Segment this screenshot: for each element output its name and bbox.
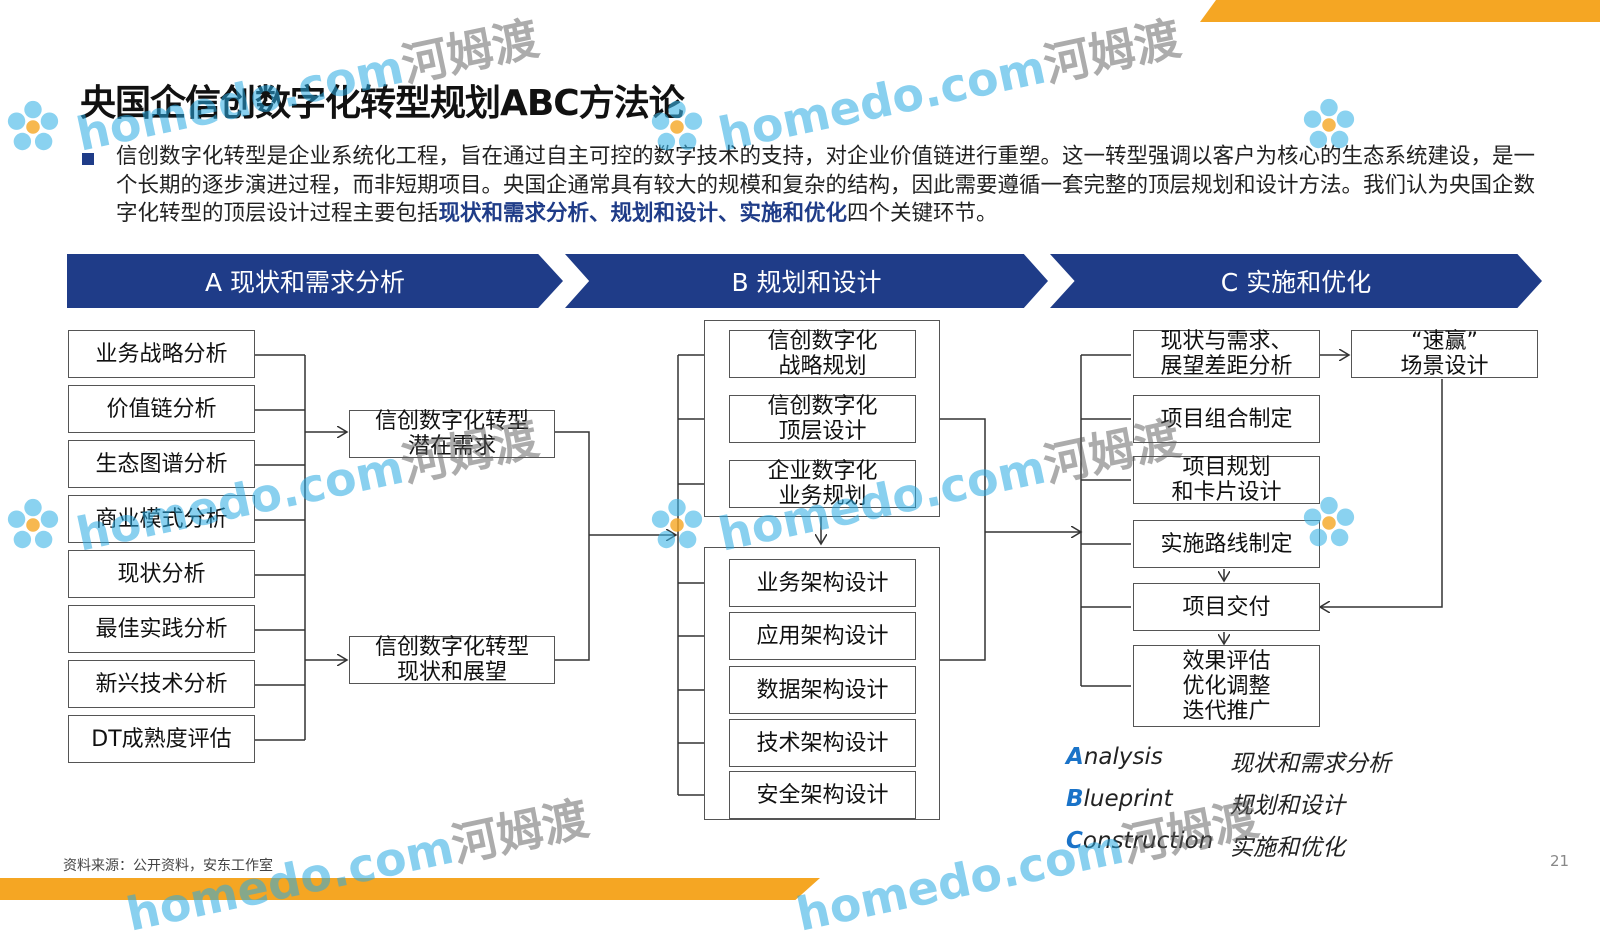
intro-text-before: 信创数字化转型是企业系统化工程，旨在通过自主可控的数字技术的支持，对企业价值链进… — [116, 144, 1536, 226]
bullet-square-icon — [82, 153, 94, 165]
legend-cn-c: 实施和优化 — [1230, 835, 1345, 861]
planning-box-strategy: 信创数字化 战略规划 — [729, 329, 916, 379]
watermark-flower-icon — [1303, 98, 1355, 149]
legend-cap-a: A — [1066, 744, 1084, 770]
watermark-flower-icon — [651, 100, 703, 151]
source-note: 资料来源：公开资料，安东工作室 — [63, 858, 273, 874]
planning-box-top-level-design: 信创数字化 顶层设计 — [729, 394, 916, 444]
legend-word-a: nalysis — [1083, 744, 1163, 770]
legend-word-b: lueprint — [1083, 786, 1173, 812]
output-box-potential-demand: 信创数字化转型 潜在需求 — [349, 409, 555, 459]
quick-win-scenario-box: “速赢” 场景设计 — [1351, 329, 1538, 379]
implementation-box-portfolio: 项目组合制定 — [1133, 395, 1320, 443]
analysis-box-business-strategy: 业务战略分析 — [68, 330, 255, 378]
analysis-box-dt-maturity: DT成熟度评估 — [68, 715, 255, 763]
architecture-box-technology: 技术架构设计 — [729, 719, 916, 767]
intro-paragraph: 信创数字化转型是企业系统化工程，旨在通过自主可控的数字技术的支持，对企业价值链进… — [116, 143, 1536, 229]
legend-cap-b: B — [1066, 786, 1084, 812]
watermark-flower-icon — [7, 498, 59, 549]
planning-box-business-plan: 企业数字化 业务规划 — [729, 459, 916, 509]
architecture-box-application: 应用架构设计 — [729, 612, 916, 660]
architecture-box-data: 数据架构设计 — [729, 666, 916, 714]
top-accent-bar — [1200, 0, 1600, 22]
bottom-accent-bar — [0, 878, 820, 900]
page-number: 21 — [1550, 852, 1570, 870]
watermark-flower-icon — [7, 100, 59, 151]
analysis-box-ecosystem-map: 生态图谱分析 — [68, 440, 255, 488]
watermark-flower-icon — [1303, 496, 1355, 547]
connector-lines — [255, 0, 1443, 796]
watermark-flower-icon — [651, 498, 703, 549]
implementation-box-project-planning: 项目规划 和卡片设计 — [1133, 455, 1320, 505]
phase-c-header: C 实施和优化 — [1050, 254, 1542, 308]
analysis-box-best-practice: 最佳实践分析 — [68, 605, 255, 653]
legend-cn-a: 现状和需求分析 — [1230, 751, 1391, 777]
page-title: 央国企信创数字化转型规划ABC方法论 — [80, 83, 685, 124]
output-box-status-outlook: 信创数字化转型 现状和展望 — [349, 635, 555, 685]
legend-cn-b: 规划和设计 — [1230, 793, 1345, 819]
phase-b-label: B 规划和设计 — [731, 268, 882, 297]
intro-highlight: 现状和需求分析、规划和设计、实施和优化 — [438, 201, 848, 226]
phase-b-header: B 规划和设计 — [565, 254, 1048, 308]
legend-row-a: Analysis — [1066, 744, 1163, 770]
analysis-box-emerging-tech: 新兴技术分析 — [68, 660, 255, 708]
implementation-box-roadmap: 实施路线制定 — [1133, 520, 1320, 568]
legend-row-c: Construction — [1066, 828, 1213, 854]
implementation-box-delivery: 项目交付 — [1133, 583, 1320, 631]
analysis-box-business-model: 商业模式分析 — [68, 495, 255, 543]
intro-text-after: 四个关键环节。 — [847, 201, 998, 226]
phase-a-label: A 现状和需求分析 — [204, 268, 406, 297]
architecture-box-security: 安全架构设计 — [729, 771, 916, 819]
legend-row-b: Blueprint — [1066, 786, 1173, 812]
analysis-box-value-chain: 价值链分析 — [68, 385, 255, 433]
analysis-box-current-state: 现状分析 — [68, 550, 255, 598]
legend-cap-c: C — [1066, 828, 1083, 854]
implementation-box-gap-analysis: 现状与需求、 展望差距分析 — [1133, 329, 1320, 379]
legend-word-c: onstruction — [1082, 828, 1214, 854]
architecture-box-business: 业务架构设计 — [729, 559, 916, 607]
phase-c-label: C 实施和优化 — [1220, 268, 1372, 297]
implementation-box-evaluation: 效果评估 优化调整 迭代推广 — [1133, 645, 1320, 727]
phase-a-header: A 现状和需求分析 — [67, 254, 563, 308]
